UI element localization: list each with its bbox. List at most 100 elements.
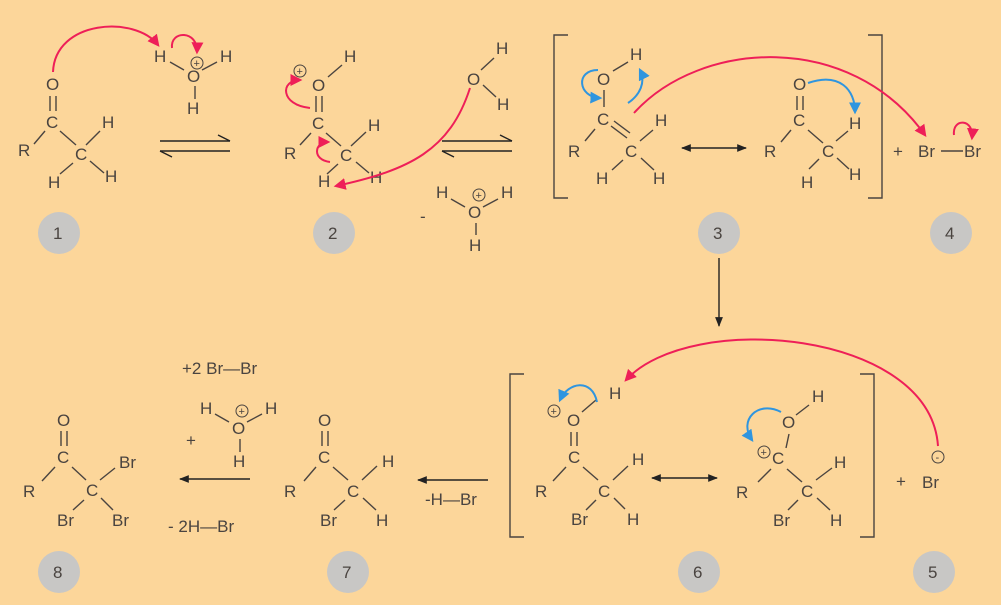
atom-h: H bbox=[233, 452, 245, 471]
atom-h: H bbox=[376, 511, 388, 530]
atom-h: H bbox=[220, 47, 232, 66]
atom-br: Br bbox=[112, 511, 129, 530]
atom-h: H bbox=[200, 399, 212, 418]
charge-plus: + bbox=[239, 406, 245, 418]
atom-c: C bbox=[793, 111, 805, 130]
plus-charge bbox=[190, 56, 204, 70]
atom-br: Br bbox=[918, 142, 935, 161]
atom-o: O bbox=[232, 419, 245, 438]
atom-h: H bbox=[48, 173, 60, 192]
minus-2hbr-label: - 2H—Br bbox=[168, 517, 234, 536]
atom-c: C bbox=[598, 482, 610, 501]
bracket-left bbox=[553, 34, 568, 199]
minus-charge bbox=[931, 450, 945, 464]
step-number: 8 bbox=[53, 563, 62, 582]
curved-arrow-red bbox=[333, 87, 471, 190]
step-badge-5: 5 bbox=[913, 551, 955, 593]
atom-br: Br bbox=[773, 511, 790, 530]
atom-h: H bbox=[469, 236, 481, 255]
curved-arrow-blue bbox=[581, 69, 603, 104]
plus-sign: + bbox=[893, 142, 903, 161]
step-number: 1 bbox=[53, 224, 62, 243]
atom-o: O bbox=[597, 70, 610, 89]
atom-h: H bbox=[102, 113, 114, 132]
hydronium-2: H O H H + bbox=[436, 183, 513, 255]
atom-c: C bbox=[347, 482, 359, 501]
bracket-left bbox=[509, 373, 524, 538]
atom-h: H bbox=[630, 45, 642, 64]
atom-c: C bbox=[625, 142, 637, 161]
step-badge-2: 2 bbox=[313, 212, 355, 254]
molecule-6a-oxonium: + O H C R C H H Br bbox=[535, 384, 644, 529]
atom-h: H bbox=[265, 399, 277, 418]
step-badge-7: 7 bbox=[327, 551, 369, 593]
atom-r: R bbox=[764, 142, 776, 161]
atom-h: H bbox=[627, 510, 639, 529]
atom-h: H bbox=[501, 183, 513, 202]
molecule-6b-carbocation: H O + C R C H H Br bbox=[736, 387, 846, 530]
curved-arrow-blue bbox=[741, 407, 782, 442]
step-badge-1: 1 bbox=[38, 212, 80, 254]
curved-arrow-blue bbox=[627, 67, 650, 104]
atom-h: H bbox=[653, 169, 665, 188]
atom-h: H bbox=[497, 95, 509, 114]
molecule-2-protonated: + O H C R C H H H bbox=[284, 47, 382, 191]
atom-r: R bbox=[736, 483, 748, 502]
atom-h: H bbox=[609, 384, 621, 403]
atom-h: H bbox=[382, 452, 394, 471]
atom-o: O bbox=[312, 76, 325, 95]
atom-h: H bbox=[655, 111, 667, 130]
atom-c: C bbox=[568, 448, 580, 467]
molecule-7-bromoketone: O C R C H H Br bbox=[284, 411, 394, 530]
bracket-right bbox=[868, 34, 883, 199]
bracket-right bbox=[860, 373, 875, 538]
atom-h: H bbox=[849, 165, 861, 184]
atom-br: Br bbox=[571, 510, 588, 529]
atom-h: H bbox=[318, 172, 330, 191]
plus-charge bbox=[235, 404, 249, 418]
atom-h: H bbox=[596, 169, 608, 188]
step-badge-6: 6 bbox=[678, 551, 720, 593]
atom-c: C bbox=[86, 481, 98, 500]
step-badge-3: 3 bbox=[698, 212, 740, 254]
step-badge-4: 4 bbox=[930, 212, 972, 254]
atom-c: C bbox=[597, 110, 609, 129]
atom-h: H bbox=[849, 114, 861, 133]
step-number: 4 bbox=[945, 224, 954, 243]
step-number: 3 bbox=[713, 224, 722, 243]
atom-o: O bbox=[318, 411, 331, 430]
curved-arrow-red bbox=[952, 121, 979, 141]
plus-sign: + bbox=[186, 431, 196, 450]
charge-plus: + bbox=[476, 190, 482, 202]
atom-o: O bbox=[467, 70, 480, 89]
atom-r: R bbox=[284, 482, 296, 501]
charge-plus: + bbox=[297, 66, 303, 78]
atom-h: H bbox=[344, 47, 356, 66]
curved-arrow-red bbox=[52, 25, 160, 73]
atom-br: Br bbox=[964, 142, 981, 161]
atom-o: O bbox=[46, 75, 59, 94]
atom-br: Br bbox=[320, 511, 337, 530]
molecule-3b-enol-form: O C R C H H H bbox=[764, 75, 861, 192]
atom-br: Br bbox=[922, 473, 939, 492]
atom-br: Br bbox=[119, 453, 136, 472]
step-number: 2 bbox=[328, 224, 337, 243]
atom-o: O bbox=[567, 411, 580, 430]
bromine-molecule: Br Br bbox=[918, 142, 981, 161]
water-molecule: H O H bbox=[467, 39, 509, 114]
charge-minus: - bbox=[936, 452, 940, 464]
step-number: 5 bbox=[928, 563, 937, 582]
curved-arrow-red bbox=[624, 338, 939, 447]
atom-r: R bbox=[23, 482, 35, 501]
atom-br: Br bbox=[57, 511, 74, 530]
atom-h: H bbox=[154, 47, 166, 66]
molecule-1-ketone: O C R C H H H bbox=[18, 75, 117, 192]
step-badge-8: 8 bbox=[38, 551, 80, 593]
step-number: 6 bbox=[693, 563, 702, 582]
atom-h: H bbox=[830, 511, 842, 530]
charge-plus: + bbox=[194, 58, 200, 70]
atom-c: C bbox=[75, 145, 87, 164]
atom-h: H bbox=[834, 453, 846, 472]
atom-c: C bbox=[57, 448, 69, 467]
